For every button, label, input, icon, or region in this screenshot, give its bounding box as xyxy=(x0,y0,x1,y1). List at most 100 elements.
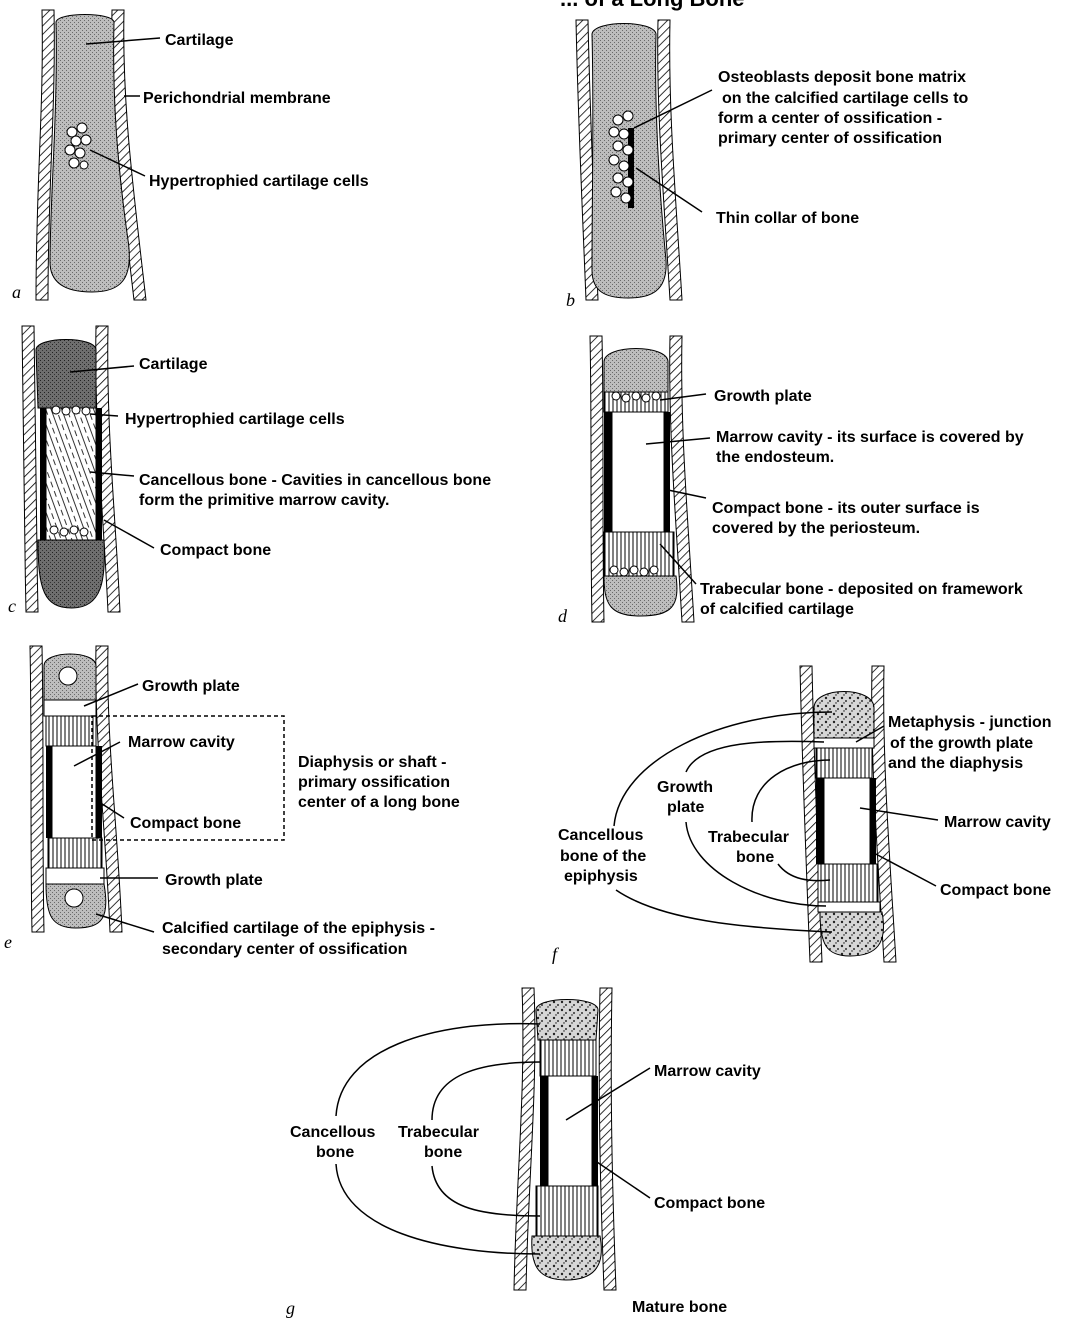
label-osteoblasts-line-2: on the calcified cartilage cells to xyxy=(722,90,969,107)
compact-bone-left xyxy=(40,408,46,540)
epiphysis-top xyxy=(814,692,874,739)
label-diaphysis-line-2: primary ossification xyxy=(298,774,450,791)
leader-cancellous-top xyxy=(336,1024,540,1116)
label-trabecular-line-1: Trabecular xyxy=(398,1124,479,1141)
panel-b: Osteoblasts deposit bone matrix on the c… xyxy=(566,20,969,310)
compact-bone-right xyxy=(592,1076,598,1186)
label-growth-plate-bottom: Growth plate xyxy=(165,872,263,889)
label-compact-bone: Compact bone xyxy=(160,542,271,559)
label-cancellous-line-1: Cancellous xyxy=(290,1124,375,1141)
epiphysis-top xyxy=(604,349,668,393)
label-metaphysis-line-3: and the diaphysis xyxy=(888,755,1023,772)
panel-f: Metaphysis - junction of the growth plat… xyxy=(552,666,1052,964)
panel-letter-g: g xyxy=(286,1298,295,1318)
compact-bone-right xyxy=(870,778,876,864)
cartilage-top xyxy=(36,340,96,409)
compact-bone-right xyxy=(96,408,102,540)
periosteum-left xyxy=(30,646,44,932)
panel-letter-f: f xyxy=(552,944,560,964)
panel-c: Cartilage Hypertrophied cartilage cells … xyxy=(8,326,491,616)
marrow-cavity xyxy=(612,412,664,532)
epiphysis-bottom xyxy=(820,912,884,956)
secondary-ossification-bottom xyxy=(65,889,83,907)
trabecular-bottom xyxy=(48,838,102,868)
panel-a: Cartilage Perichondrial membrane Hypertr… xyxy=(12,10,369,302)
growth-plate-top xyxy=(44,700,96,716)
compact-bone-right xyxy=(664,412,670,532)
label-growth-plate-top: Growth plate xyxy=(142,678,240,695)
trabecular-bottom xyxy=(818,864,878,902)
growth-plate-top xyxy=(814,738,874,748)
compact-bone-right xyxy=(96,746,102,838)
label-compact-bone: Compact bone xyxy=(130,815,241,832)
label-marrow-cavity: Marrow cavity xyxy=(654,1063,761,1080)
caption-mature-bone: Mature bone xyxy=(632,1299,727,1316)
cartilage-bottom xyxy=(38,540,104,608)
secondary-ossification-top xyxy=(59,667,77,685)
label-calcified-line-1: Calcified cartilage of the epiphysis - xyxy=(162,920,435,937)
label-osteoblasts-line-1: Osteoblasts deposit bone matrix xyxy=(718,69,966,86)
leader-cancellous-bottom xyxy=(616,890,832,932)
label-compact-bone: Compact bone xyxy=(940,882,1051,899)
label-trabecular-line-1: Trabecular bone - deposited on framework xyxy=(700,581,1023,598)
marrow-cavity xyxy=(824,778,870,864)
label-diaphysis-line-1: Diaphysis or shaft - xyxy=(298,754,446,771)
epiphysis-bottom xyxy=(532,1236,602,1280)
growth-plate-bottom xyxy=(46,868,104,884)
label-diaphysis-line-3: center of a long bone xyxy=(298,794,460,811)
label-trabecular-line-2: bone xyxy=(424,1144,462,1161)
epiphysis-bottom xyxy=(604,576,677,616)
trabecular-top xyxy=(540,1040,596,1076)
label-cancellous-line-1: Cancellous bone - Cavities in cancellous… xyxy=(139,472,491,489)
label-cancellous-line-1: Cancellous xyxy=(558,827,643,844)
label-cancellous-line-3: epiphysis xyxy=(564,868,638,885)
label-cancellous-line-2: bone xyxy=(316,1144,354,1161)
label-marrow-line-1: Marrow cavity - its surface is covered b… xyxy=(716,429,1024,446)
periosteum-left xyxy=(590,336,604,622)
label-marrow-line-2: the endosteum. xyxy=(716,449,834,466)
trabecular-top xyxy=(816,748,872,778)
label-compact-bone: Compact bone xyxy=(654,1195,765,1212)
panel-d: Growth plate Marrow cavity - its surface… xyxy=(558,336,1024,626)
label-osteoblasts-line-4: primary center of ossification xyxy=(718,130,942,147)
leader-cancellous xyxy=(614,712,832,826)
leader-cancellous-bottom xyxy=(336,1164,540,1254)
label-calcified-line-2: secondary center of ossification xyxy=(162,941,407,958)
panel-letter-a: a xyxy=(12,282,21,302)
label-trabecular-line-2: bone xyxy=(736,849,774,866)
label-hypertrophied-cells: Hypertrophied cartilage cells xyxy=(125,411,345,428)
label-marrow-cavity: Marrow cavity xyxy=(944,814,1051,831)
panel-g: Marrow cavity Cancellous bone Trabecular… xyxy=(286,988,765,1318)
label-cartilage: Cartilage xyxy=(139,356,208,373)
marrow-cavity xyxy=(548,1076,592,1186)
growth-plate-bottom xyxy=(818,902,880,912)
panel-letter-e: e xyxy=(4,932,12,952)
compact-bone-left xyxy=(540,1076,548,1186)
label-compact-line-2: covered by the periosteum. xyxy=(712,520,920,537)
compact-bone-left xyxy=(46,746,52,838)
panel-letter-c: c xyxy=(8,596,16,616)
label-perichondrial-membrane: Perichondrial membrane xyxy=(143,90,331,107)
label-trabecular-line-2: of calcified cartilage xyxy=(700,601,854,618)
periosteum-left xyxy=(22,326,38,612)
label-osteoblasts-line-3: form a center of ossification - xyxy=(718,110,942,127)
label-cartilage: Cartilage xyxy=(165,32,234,49)
label-cancellous-line-2: bone of the xyxy=(560,848,646,865)
label-growth-plate: Growth plate xyxy=(714,388,812,405)
compact-bone-left xyxy=(604,412,612,532)
label-thin-collar: Thin collar of bone xyxy=(716,210,859,227)
panel-e: Growth plate Marrow cavity Diaphysis or … xyxy=(4,646,460,958)
marrow-cavity xyxy=(52,746,96,838)
panel-letter-d: d xyxy=(558,606,568,626)
epiphysis-top xyxy=(536,1000,598,1041)
label-metaphysis-line-1: Metaphysis - junction xyxy=(888,714,1052,731)
compact-bone-left xyxy=(816,778,824,864)
label-hypertrophied-cells: Hypertrophied cartilage cells xyxy=(149,173,369,190)
panel-letter-b: b xyxy=(566,290,575,310)
label-trabecular-line-1: Trabecular xyxy=(708,829,789,846)
periosteum-right xyxy=(599,988,616,1290)
label-growth-line-1: Growth xyxy=(657,779,713,796)
diagram-title: ... of a Long Bone xyxy=(560,0,745,11)
label-compact-line-1: Compact bone - its outer surface is xyxy=(712,500,980,517)
